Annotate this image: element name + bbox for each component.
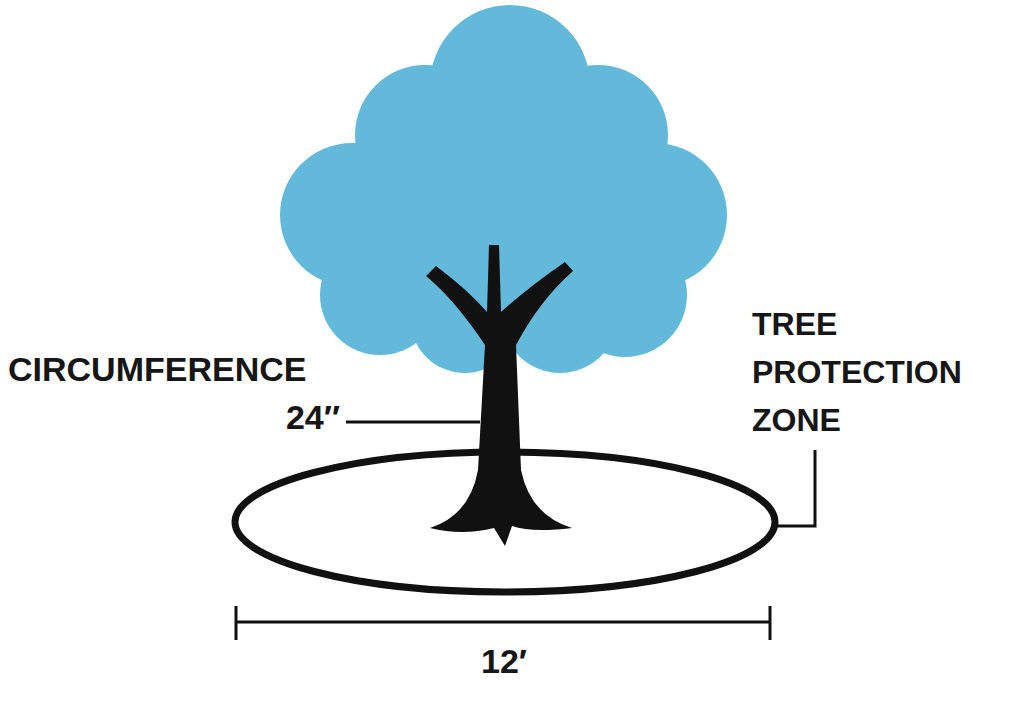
dimension-tick	[235, 606, 238, 640]
leader-line	[776, 450, 815, 526]
zone-label: TREE PROTECTION ZONE	[752, 300, 1000, 444]
leader-line	[346, 421, 480, 424]
tree-trunk	[426, 245, 573, 546]
dimension-value: 12′	[434, 642, 574, 681]
dimension-line	[236, 621, 770, 624]
dimension-label: CIRCUMFERENCE	[8, 350, 348, 389]
dimension-tick	[769, 606, 772, 640]
dimension-value: 24″	[240, 398, 340, 437]
